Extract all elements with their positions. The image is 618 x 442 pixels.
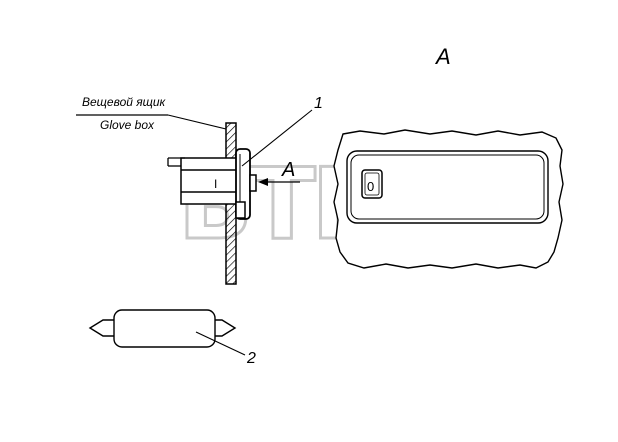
callout-2: 2 bbox=[246, 350, 256, 367]
switch-symbol-side: I bbox=[214, 177, 217, 191]
glove-box-label-ru: Вещевой ящик bbox=[82, 95, 167, 109]
callout-2-leader bbox=[195, 331, 246, 356]
panel-outline bbox=[333, 129, 564, 269]
view-arrow-label: A bbox=[281, 159, 295, 181]
view-label: A bbox=[434, 44, 451, 69]
festoon-bulb bbox=[88, 309, 237, 348]
switch-symbol-front: 0 bbox=[367, 179, 374, 194]
callout-1: 1 bbox=[314, 95, 323, 112]
bulb-glass bbox=[113, 309, 216, 348]
lamp-window-outer bbox=[346, 150, 549, 224]
view-arrow bbox=[258, 178, 300, 186]
lamp-assembly-side-view bbox=[167, 148, 257, 220]
lamp-housing bbox=[180, 157, 238, 205]
lamp-lower-tab bbox=[235, 201, 246, 219]
callout-1-leader bbox=[241, 109, 313, 167]
glove-box-label: Вещевой ящик Glove box bbox=[76, 95, 227, 132]
switch-knob bbox=[249, 174, 257, 192]
glove-box-label-en: Glove box bbox=[100, 118, 155, 132]
lamp-window-inner bbox=[350, 154, 545, 220]
label-leader bbox=[167, 114, 227, 130]
switch-front bbox=[361, 169, 383, 199]
front-view-a: 0 bbox=[333, 129, 564, 269]
